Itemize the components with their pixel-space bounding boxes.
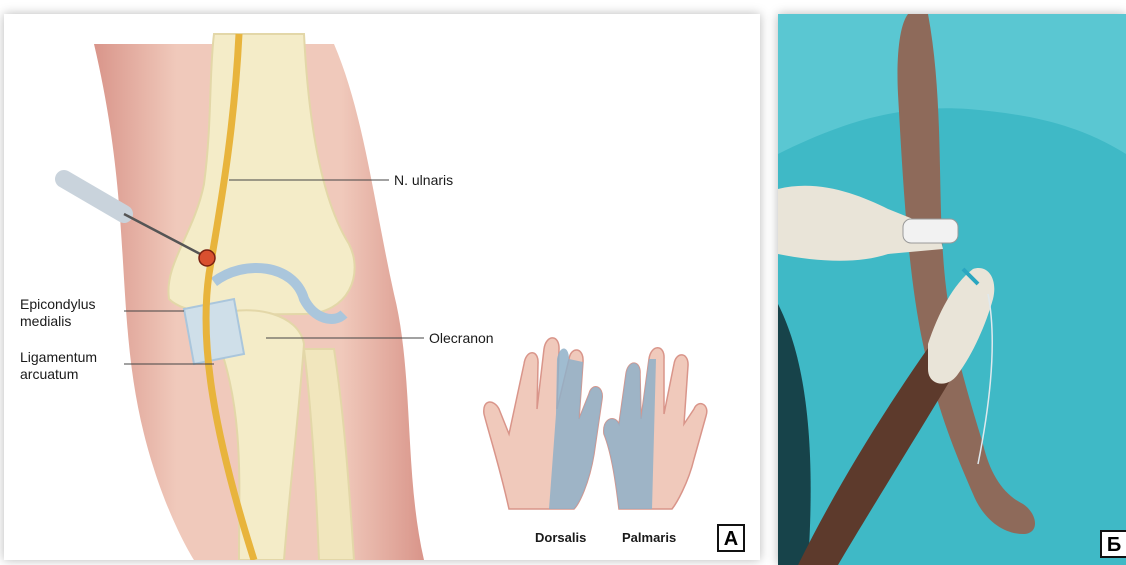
label-ligamentum-arcuatum: Ligamentum arcuatum xyxy=(20,349,130,383)
syringe-barrel xyxy=(64,179,124,214)
panel-letter-a: A xyxy=(717,524,745,552)
ligament-shape xyxy=(184,299,244,364)
needle-tip-marker xyxy=(199,250,215,266)
clinical-photo xyxy=(778,14,1126,565)
elbow-illustration xyxy=(4,14,760,560)
panel-letter-b: Б xyxy=(1100,530,1126,558)
label-palmaris: Palmaris xyxy=(622,529,676,546)
label-n-ulnaris: N. ulnaris xyxy=(394,172,453,189)
label-dorsalis: Dorsalis xyxy=(535,529,586,546)
palmar-hand xyxy=(604,348,707,509)
label-olecranon: Olecranon xyxy=(429,330,494,347)
ultrasound-probe xyxy=(903,219,958,243)
dorsal-hand xyxy=(484,338,602,509)
photo-panel-b: Б xyxy=(778,14,1126,565)
label-epicondylus-medialis: Epicondylus medialis xyxy=(20,296,130,330)
illustration-panel-a: N. ulnaris Epicondylus medialis Olecrano… xyxy=(4,14,760,560)
